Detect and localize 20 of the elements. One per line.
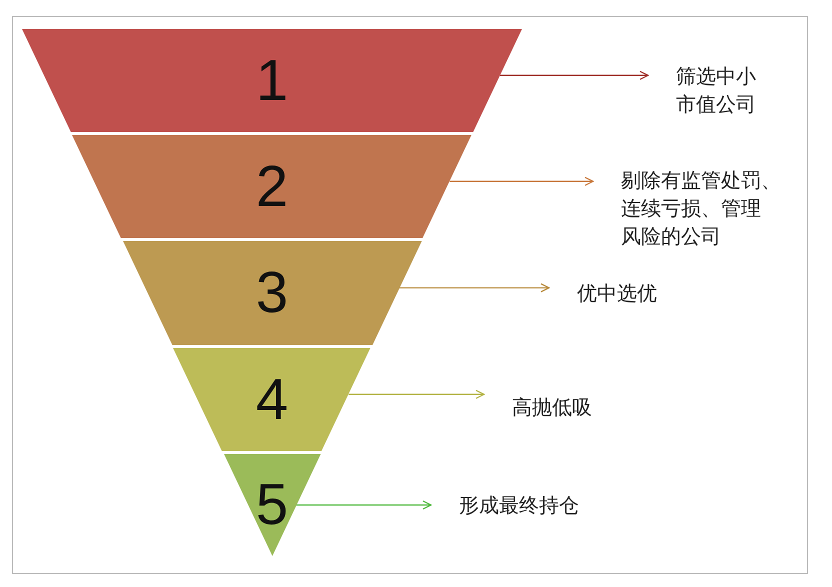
funnel-segment: [22, 29, 522, 132]
funnel-segment: [122, 241, 422, 345]
arrow: [500, 70, 649, 80]
funnel-segment: [72, 135, 472, 238]
funnel-segment: [224, 454, 320, 556]
step-description: 筛选中小市值公司: [676, 62, 756, 118]
step-number: 2: [254, 152, 290, 220]
step-description: 高抛低吸: [512, 393, 592, 421]
step-description: 形成最终持仓: [459, 491, 579, 519]
step-number: 1: [254, 46, 290, 114]
funnel-segment: [173, 348, 371, 451]
arrow: [348, 390, 485, 399]
arrow: [399, 283, 550, 292]
step-number: 4: [254, 366, 290, 432]
step-description: 剔除有监管处罚、连续亏损、管理风险的公司: [621, 166, 781, 250]
step-number: 3: [254, 259, 290, 326]
step-description: 优中选优: [577, 279, 657, 307]
step-number: 5: [254, 471, 290, 538]
arrow: [450, 176, 594, 186]
arrow: [296, 500, 432, 510]
